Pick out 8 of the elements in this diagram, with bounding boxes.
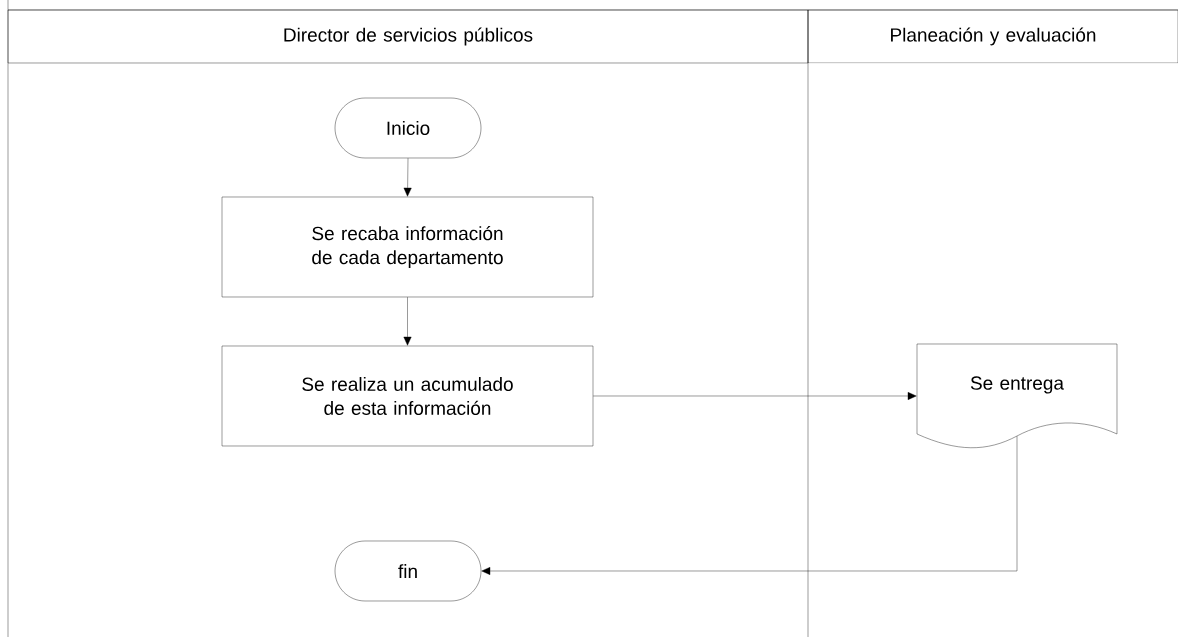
lane-header: Director de servicios públicos: [7, 9, 809, 64]
process-box: Se recaba información de cada departamento: [221, 196, 594, 298]
arrow: [403, 297, 412, 346]
process-box: Se realiza un acumulado de esta información: [221, 345, 594, 447]
arrow: [481, 436, 1018, 575]
lane-header: Planeación y evaluación: [807, 9, 1178, 64]
arrow: [593, 392, 917, 400]
arrow: [403, 158, 412, 197]
